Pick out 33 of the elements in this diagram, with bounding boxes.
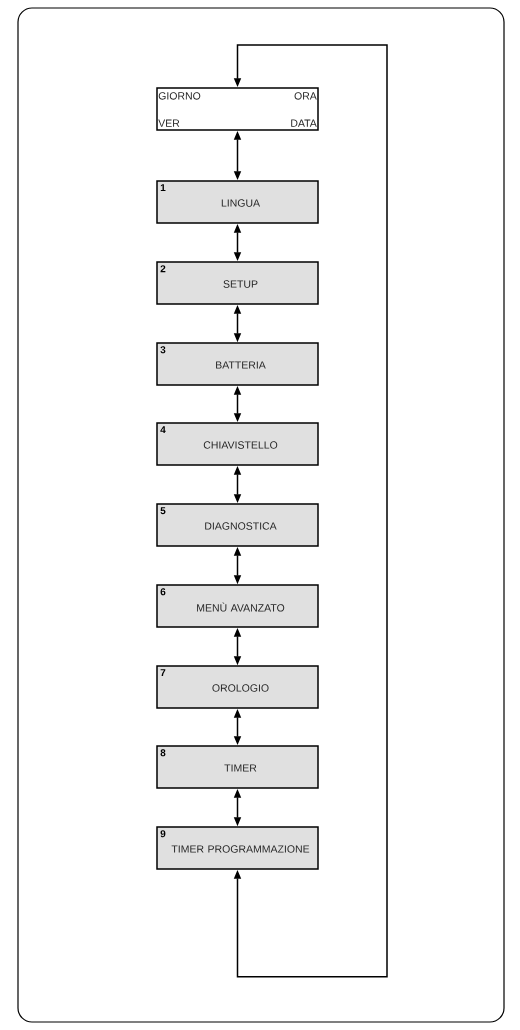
step-label: OROLOGIO xyxy=(212,684,269,692)
arrow xyxy=(233,44,388,978)
box-label: VER xyxy=(158,119,180,127)
step-number: 8 xyxy=(160,749,166,757)
step-number: 4 xyxy=(160,426,166,434)
menu-box xyxy=(156,87,319,131)
menu-box xyxy=(156,180,319,224)
step-number: 9 xyxy=(160,830,166,838)
step-number: 3 xyxy=(160,346,166,354)
box-label: GIORNO xyxy=(158,92,201,100)
box-label: ORA xyxy=(294,92,317,100)
menu-box xyxy=(156,826,319,870)
box-label: DATA xyxy=(291,119,317,127)
step-number: 2 xyxy=(160,265,166,273)
step-label: MENÙ AVANZATO xyxy=(197,602,285,612)
step-number: 6 xyxy=(160,588,166,596)
step-label: TIMER xyxy=(224,764,257,772)
menu-box xyxy=(156,261,319,305)
menu-box xyxy=(156,422,319,466)
menu-box xyxy=(156,503,319,547)
menu-box xyxy=(156,745,319,789)
step-label: LINGUA xyxy=(221,199,260,207)
step-number: 1 xyxy=(160,184,166,192)
step-number: 7 xyxy=(160,669,166,677)
menu-box xyxy=(156,665,319,709)
menu-box xyxy=(156,584,319,628)
step-label: CHIAVISTELLO xyxy=(203,441,278,449)
step-label: TIMER PROGRAMMAZIONE xyxy=(171,845,310,853)
step-label: SETUP xyxy=(223,280,258,288)
step-label: BATTERIA xyxy=(216,361,266,369)
step-label: DIAGNOSTICA xyxy=(205,522,277,530)
menu-box xyxy=(156,342,319,386)
step-number: 5 xyxy=(160,507,166,515)
